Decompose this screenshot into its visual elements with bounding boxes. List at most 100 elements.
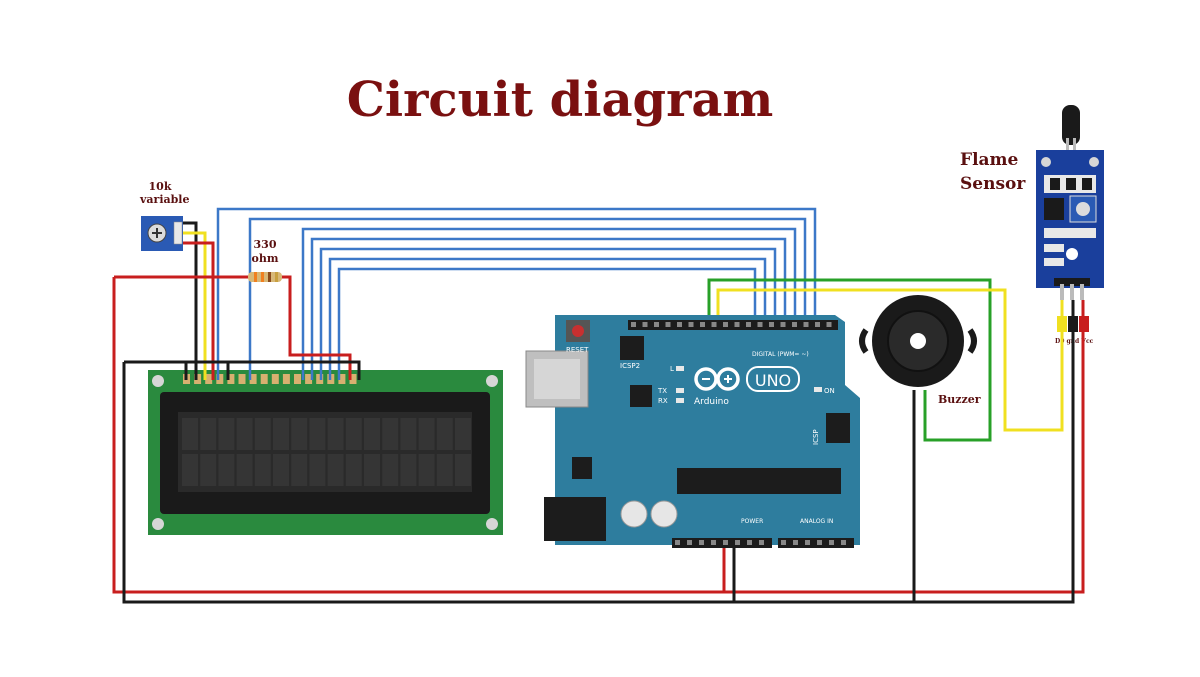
arduino-logo: UNO Arduino [694,366,800,407]
lcd-char-cell [291,418,308,450]
flame-sensor-module [1036,105,1104,332]
flame-line2-text: Sensor [960,174,1026,194]
header-pin [699,540,704,545]
header-pin [711,540,716,545]
pot-value-text: 10k [148,180,172,193]
header-pin [792,322,797,327]
lcd-char-cell [345,418,362,450]
resistor [114,272,352,380]
wire-pot-wiper [183,231,207,380]
lcd-pin [271,374,279,384]
arduino-uno-board: RESET ICSP2 L TX RX ON UNO Arduino [525,315,860,548]
lcd-char-cell [182,418,198,450]
header-pin [723,540,728,545]
lcd-char-cell [218,454,235,486]
lcd-module [148,370,503,535]
lcd-pin [294,374,301,384]
lcd-char-cell [382,418,399,450]
flame-ir-receiver [1062,105,1080,145]
on-label: ON [824,387,835,395]
lcd-char-cell [291,454,308,486]
header-pin [826,322,832,327]
led-l-label: L [670,365,674,373]
header-pin [769,322,774,327]
lcd-char-cell [273,418,289,450]
lcd-pin [194,374,202,384]
analog-label: ANALOG IN [800,518,833,525]
header-pin [747,540,752,545]
buzzer-label: Buzzer [938,393,981,406]
header-pin [759,540,764,545]
header-pin [723,322,728,327]
wire-blue-6 [328,257,767,380]
header-pin [781,540,786,545]
lcd-char-cell [345,454,362,486]
wire-red-backlight [114,275,352,380]
header-pin [829,540,834,545]
lcd-char-cell [436,454,453,486]
header-pin [841,540,846,545]
resistor-value-text: 330 [253,238,277,251]
digital-header [628,320,838,330]
lcd-char-cell [309,454,326,486]
lcd-header-pins [183,374,357,384]
lcd-char-cell [400,454,417,486]
header-pin [780,322,786,327]
header-pin [631,322,636,327]
lcd-char-cell [418,418,435,450]
comparator-chip [1044,198,1064,220]
icsp2-label: ICSP2 [620,362,640,370]
power-header [672,538,772,548]
lcd-pin [238,374,246,384]
lcd-char-cell [254,418,271,450]
header-pin [711,322,717,327]
header-pin [688,322,694,327]
lcd-char-cell [327,454,344,486]
lcd-char-cell [236,418,253,450]
lcd-pin [216,374,224,384]
atmega-chip [677,468,841,494]
wire-pot-gnd [183,221,198,380]
flame-line1-text: Flame [960,150,1019,170]
header-pin [734,322,740,327]
pot-type-text: variable [140,193,190,206]
wire-blue-4 [310,237,787,380]
lcd-mount-hole [486,375,498,387]
header-pin [665,322,671,327]
usb-chip [630,385,652,407]
potentiometer-label: 10k variable [140,180,190,206]
voltage-regulator [572,457,592,479]
lcd-pin [282,374,290,384]
resistor-unit-text: ohm [251,252,279,265]
wire-blue-7 [337,267,757,380]
lcd-character-grid [182,418,471,486]
power-jack [544,497,606,541]
analog-header [778,538,854,548]
wire-black-gnd-rail [122,300,1075,604]
lcd-char-cell [455,454,471,486]
lcd-char-cell [436,418,453,450]
lcd-mount-hole [152,375,164,387]
wire-blue-2 [248,217,807,380]
rx-label: RX [658,397,668,405]
header-pin [746,322,751,327]
header-pin [675,540,680,545]
buzzer-center [910,333,926,349]
lcd-char-cell [182,454,198,486]
lcd-char-cell [400,418,417,450]
icsp-header [826,413,850,443]
wire-red-vcc-rail [112,277,1085,594]
wire-sensor-signal [716,288,1064,432]
header-pin [677,322,682,327]
header-pin [654,322,659,327]
board-brand-text: Arduino [694,397,729,407]
lcd-pin [349,374,357,384]
lcd-char-cell [309,418,326,450]
tx-label: TX [657,387,667,395]
lcd-char-cell [364,454,380,486]
header-pin [793,540,798,545]
wire-buzzer-signal [707,278,992,442]
wire-blue-1 [216,207,817,380]
lcd-data-wires [216,207,817,380]
header-pin [817,540,822,545]
